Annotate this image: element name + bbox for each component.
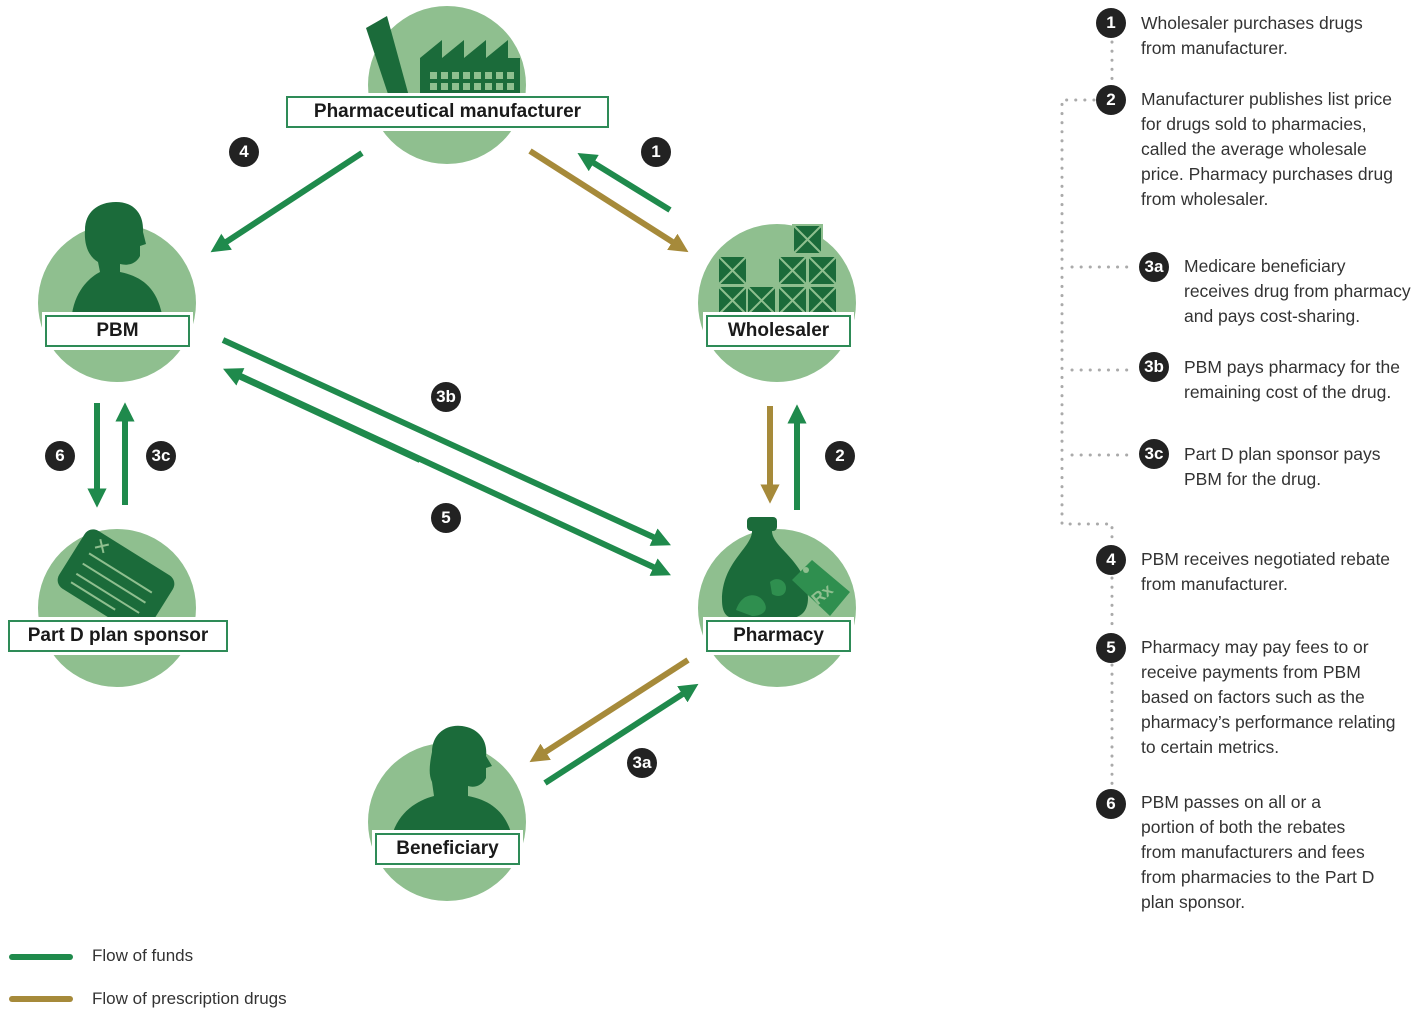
step-badge: 3c — [1139, 439, 1169, 469]
arrow-3a-funds — [543, 683, 699, 786]
badge-3b: 3b — [431, 382, 461, 412]
beneficiary-person-icon — [392, 725, 512, 836]
beneficiary-label: Beneficiary — [375, 833, 520, 865]
badge-6: 6 — [45, 441, 75, 471]
arrow-1-funds — [577, 152, 672, 213]
id-card-icon — [57, 529, 175, 635]
pbm-person-icon — [72, 202, 162, 314]
step-text: Pharmacy may pay fees to or receive paym… — [1141, 637, 1396, 757]
factory-icon — [366, 16, 520, 100]
badge-5: 5 — [431, 503, 461, 533]
badge-1: 1 — [641, 137, 671, 167]
step-text: PBM passes on all or a portion of both t… — [1141, 792, 1375, 912]
step-text: Manufacturer publishes list price for dr… — [1141, 89, 1393, 209]
step-badge: 5 — [1096, 633, 1126, 663]
legend-drugs-label: Flow of prescription drugs — [92, 989, 287, 1008]
pbm-label: PBM — [45, 315, 190, 347]
step-text: PBM receives negotiated rebate from manu… — [1141, 549, 1391, 594]
step-badge: 3a — [1139, 252, 1169, 282]
legend-funds-label: Flow of funds — [92, 946, 194, 965]
medicine-bottle-icon — [722, 517, 850, 618]
steps-dotted-connector — [1060, 40, 1136, 788]
step-badge: 3b — [1139, 352, 1169, 382]
crates-cross-marks — [717, 224, 838, 316]
badge-4: 4 — [229, 137, 259, 167]
sponsor-label: Part D plan sponsor — [8, 620, 228, 652]
step-badge: 6 — [1096, 789, 1126, 819]
badge-3c: 3c — [146, 441, 176, 471]
step-text: PBM pays pharmacy for the remaining cost… — [1184, 357, 1400, 402]
wholesaler-label: Wholesaler — [706, 315, 851, 347]
step-text: Part D plan sponsor pays PBM for the dru… — [1184, 444, 1381, 489]
step-badge: 4 — [1096, 545, 1126, 575]
arrow-1-drugs — [528, 148, 689, 253]
arrow-3b-funds — [221, 337, 671, 546]
arrow-5-funds-to-pbm — [223, 368, 422, 463]
badge-3a: 3a — [627, 748, 657, 778]
step-text: Wholesaler purchases drugs from manufact… — [1141, 13, 1363, 58]
arrow-4-funds — [210, 150, 364, 253]
arrow-3a-drugs — [529, 657, 690, 763]
step-text: Medicare beneficiary receives drug from … — [1184, 256, 1411, 326]
step-badge: 2 — [1096, 85, 1126, 115]
badge-2: 2 — [825, 441, 855, 471]
pharmacy-label: Pharmacy — [706, 620, 851, 652]
step-badge: 1 — [1096, 8, 1126, 38]
manufacturer-label: Pharmaceutical manufacturer — [286, 96, 609, 128]
